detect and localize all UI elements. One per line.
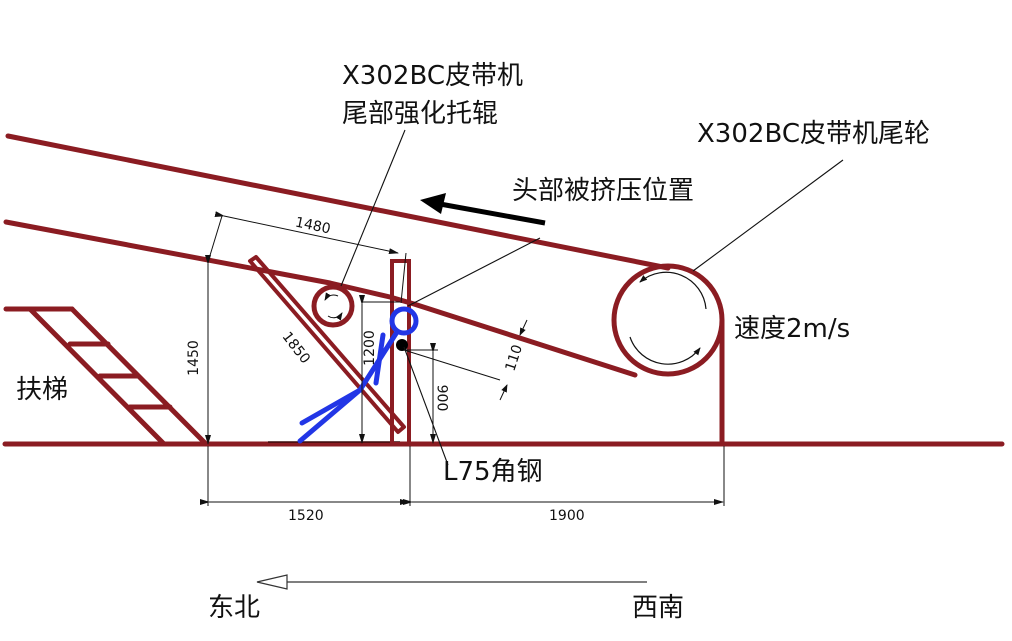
belt-upper [5, 133, 671, 271]
direction-southwest-label: 西南 [632, 593, 685, 623]
belt-direction-arrow [420, 193, 546, 226]
dimension-lines [200, 211, 725, 506]
tail-pulley-label: X302BC皮带机尾轮 [697, 119, 930, 149]
dim-900: 900 [433, 384, 450, 412]
dim-1200: 1200 [361, 330, 378, 366]
dim-1520: 1520 [288, 508, 324, 524]
stair-label: 扶梯 [16, 375, 69, 405]
tail-pulley [611, 263, 725, 444]
vertical-post [390, 259, 411, 446]
direction-northeast-label: 东北 [208, 593, 261, 623]
person-figure [297, 306, 419, 444]
diagonal-brace [248, 255, 406, 434]
angle-steel-label: L75角钢 [443, 457, 543, 487]
ground-line [2, 441, 1005, 447]
dim-1900: 1900 [549, 508, 585, 524]
squeeze-position-label: 头部被挤压位置 [512, 176, 695, 206]
dim-1450: 1450 [185, 340, 202, 376]
idler-label-line1: X302BC皮带机 [342, 61, 523, 91]
speed-label: 速度2m/s [734, 314, 851, 344]
orientation-arrow [256, 574, 647, 590]
contact-point-icon [396, 339, 408, 351]
leader-lines [340, 129, 844, 466]
idler-label-line2: 尾部强化托辊 [342, 99, 499, 129]
reinforced-idler [311, 284, 355, 328]
stair [3, 306, 209, 447]
